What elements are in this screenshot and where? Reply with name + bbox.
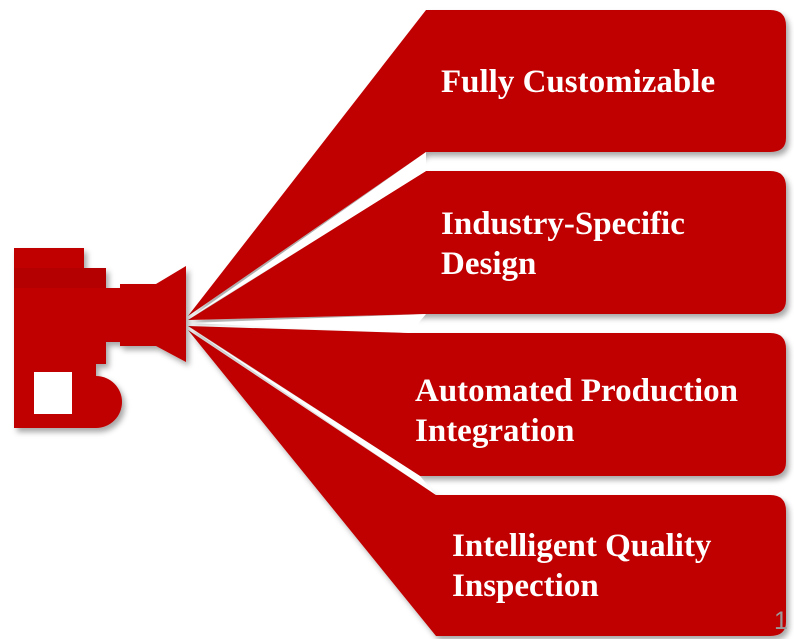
feature-label-line: Automated Production <box>415 373 738 409</box>
feature-label-line: Design <box>441 246 537 282</box>
beam-automated-production-integration <box>188 326 786 476</box>
feature-label-intelligent-quality-inspection: Intelligent Quality Inspection <box>452 526 711 606</box>
megaphone-icon <box>14 248 186 428</box>
beam-intelligent-quality-inspection <box>188 330 786 636</box>
beam-gap-1 <box>190 152 426 318</box>
feature-label-industry-specific-design: Industry-Specific Design <box>441 204 685 284</box>
beam-gap-3 <box>190 328 436 495</box>
feature-label-fully-customizable: Fully Customizable <box>441 62 715 102</box>
feature-label-automated-production-integration: Automated Production Integration <box>415 371 738 451</box>
feature-label-line: Industry-Specific <box>441 206 685 242</box>
feature-label-line: Inspection <box>452 568 599 604</box>
feature-label-line: Intelligent Quality <box>452 528 712 564</box>
feature-label-line: Fully Customizable <box>441 64 716 100</box>
beam-industry-specific-design <box>188 171 786 320</box>
page-number: 1 <box>774 607 788 635</box>
beam-fully-customizable <box>188 10 786 316</box>
feature-label-line: Integration <box>415 413 575 449</box>
beam-gap-2 <box>190 314 426 333</box>
